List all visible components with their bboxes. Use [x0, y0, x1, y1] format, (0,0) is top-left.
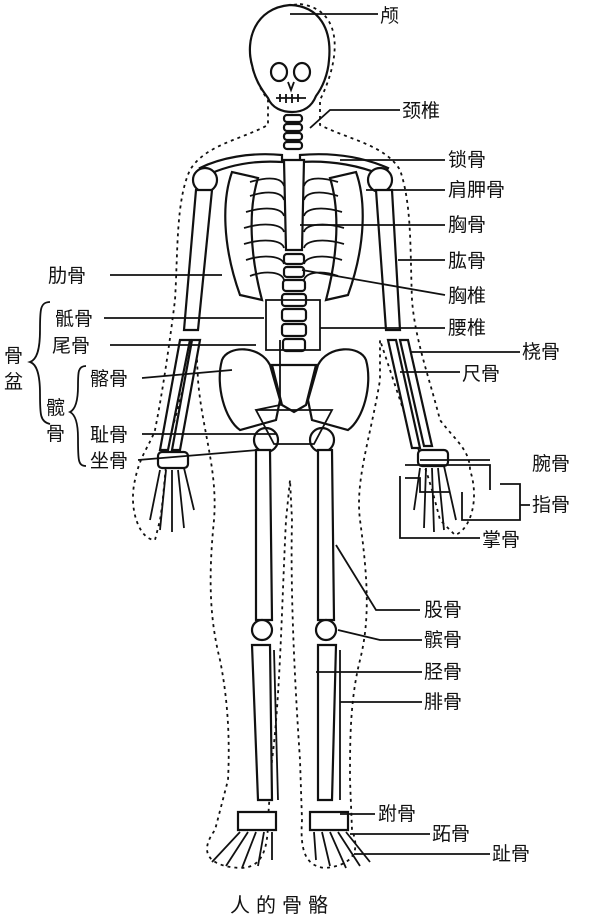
label-hip-2: 骨: [46, 423, 65, 445]
hipbone-brace: [67, 365, 87, 467]
label-cervical-vertebrae: 颈椎: [402, 100, 440, 122]
label-metacarpals: 掌骨: [482, 529, 520, 551]
label-ulna: 尺骨: [462, 363, 500, 385]
label-sacrum: 骶骨: [55, 308, 93, 330]
label-hip-1: 髋: [46, 397, 65, 419]
label-ischium: 坐骨: [90, 450, 128, 472]
leader-lines: [104, 13, 530, 855]
leg-bones-drawing: [250, 448, 341, 802]
skull-drawing: [248, 3, 331, 114]
ribcage-drawing: [224, 158, 364, 302]
label-metatarsals: 跖骨: [432, 823, 470, 845]
label-tarsals: 跗骨: [378, 803, 416, 825]
pelvis-brace: [27, 301, 51, 425]
pelvis-drawing: [218, 348, 370, 454]
label-humerus: 肱骨: [448, 250, 486, 272]
caption: 人的骨骼: [230, 893, 334, 917]
label-thoracic-vertebrae: 胸椎: [448, 285, 486, 307]
hands-drawing: [149, 448, 457, 533]
label-rib: 肋骨: [48, 265, 86, 287]
label-scapula: 肩胛骨: [448, 179, 505, 201]
label-fibula: 腓骨: [424, 691, 462, 713]
label-sternum: 胸骨: [448, 214, 486, 236]
label-clavicle: 锁骨: [448, 149, 486, 171]
label-pubis: 耻骨: [90, 424, 128, 446]
label-radius: 桡骨: [522, 341, 560, 363]
shoulder-girdle-drawing: [191, 153, 394, 194]
label-carpals: 腕骨: [532, 453, 570, 475]
label-coccyx: 尾骨: [52, 335, 90, 357]
label-ilium: 髂骨: [90, 368, 128, 390]
spine-drawing: [265, 252, 321, 353]
label-lumbar-vertebrae: 腰椎: [448, 317, 486, 339]
label-skull: 颅: [380, 5, 399, 27]
label-femur: 股骨: [424, 599, 462, 621]
label-phalanges-foot: 趾骨: [492, 843, 530, 865]
label-tibia: 胫骨: [424, 661, 462, 683]
cervical-vertebrae-drawing: [282, 113, 304, 151]
label-phalanges-hand: 指骨: [532, 494, 570, 516]
feet-drawing: [211, 810, 371, 869]
label-patella: 髌骨: [424, 629, 462, 651]
label-pelvis-2: 盆: [4, 371, 23, 393]
label-pelvis-1: 骨: [4, 345, 23, 367]
